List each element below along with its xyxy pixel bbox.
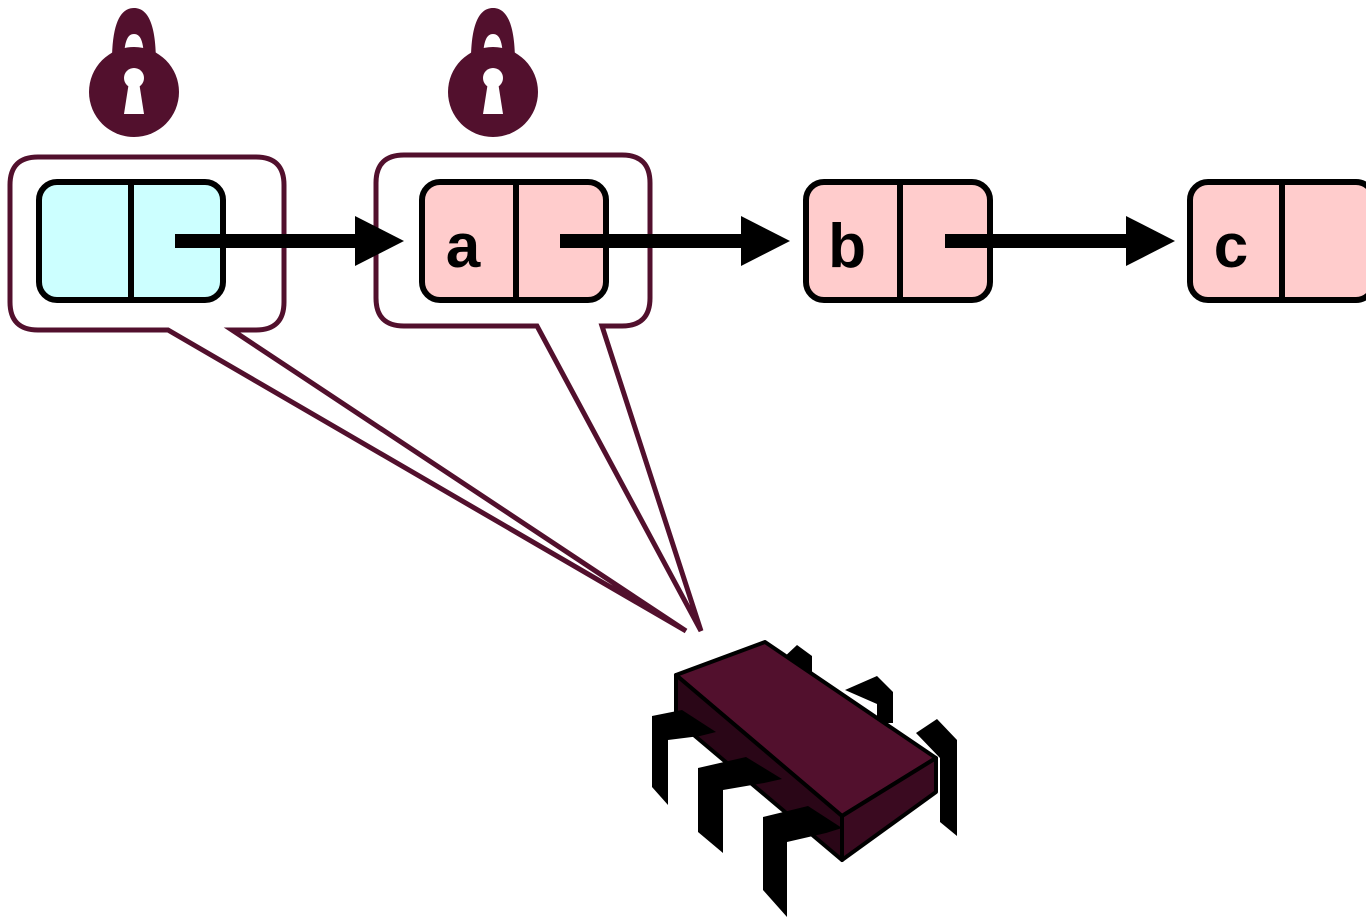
list-node-a: a — [419, 179, 609, 303]
cpu-chip-icon — [652, 640, 957, 917]
node-label-b: b — [828, 212, 866, 281]
padlock-icon — [448, 8, 538, 137]
node-label-a: a — [446, 212, 481, 281]
next-pointer-arrow — [945, 216, 1175, 266]
next-pointer-arrow — [175, 216, 404, 266]
padlock-icon — [89, 8, 179, 137]
node-label-c: c — [1214, 212, 1248, 281]
next-pointer-arrow — [560, 216, 790, 266]
list-node-c: c — [1187, 179, 1366, 303]
